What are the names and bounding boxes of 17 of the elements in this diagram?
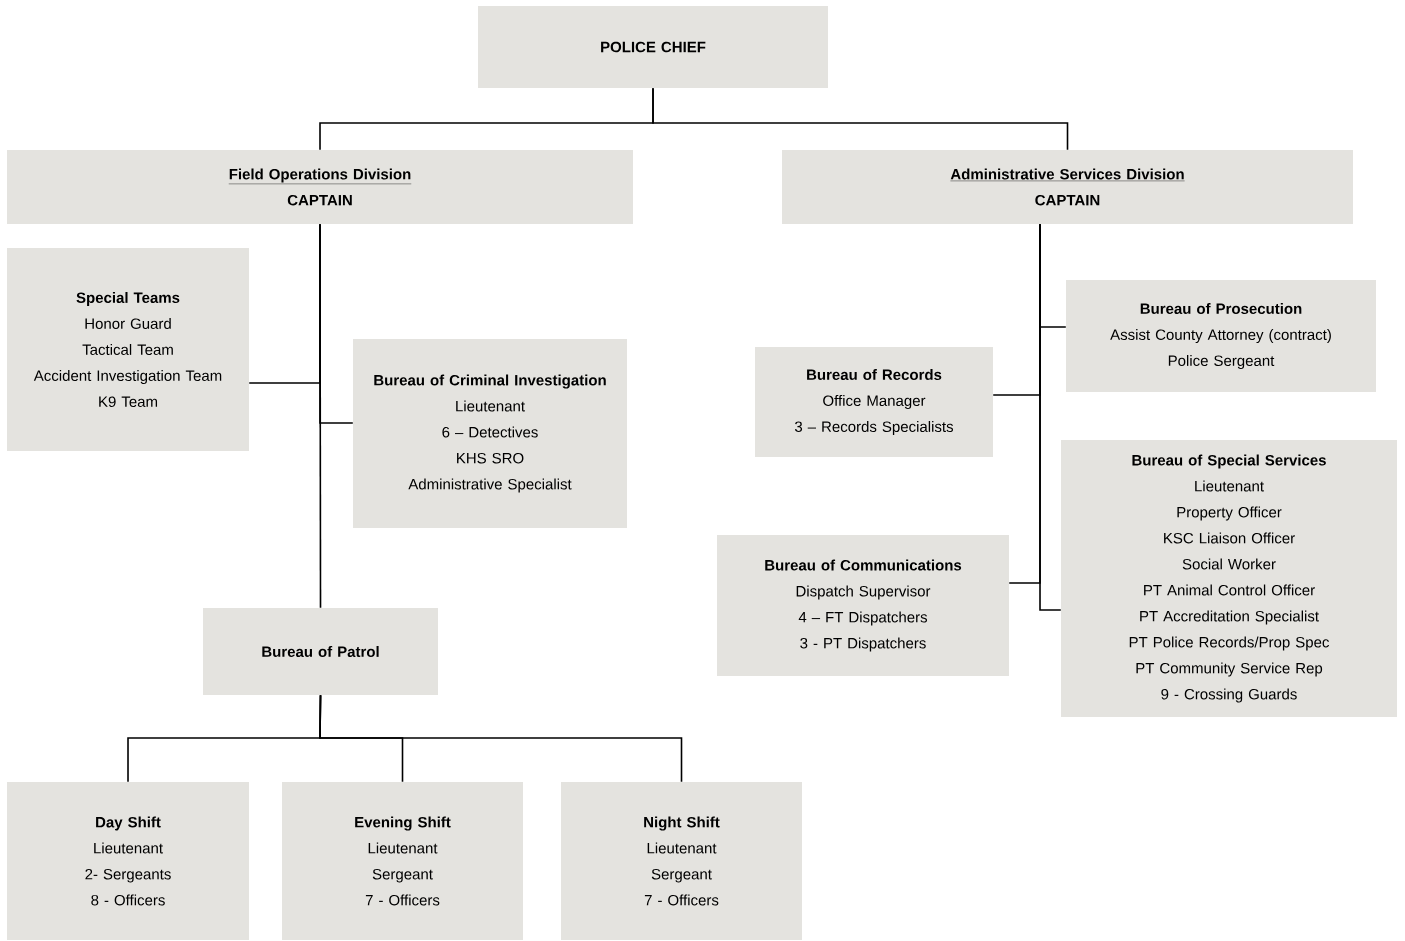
org-box: Evening Shift Lieutenant Sergeant 7 - Officers — [282, 782, 523, 940]
org-box: Field Operations Division CAPTAIN — [7, 150, 633, 224]
org-box: Special Teams Honor Guard Tactical Team Accident Investigation Team K9 Team — [7, 248, 249, 451]
connector-line — [1008, 223, 1041, 584]
org-box: Bureau of Records Office Manager 3 – Records Specialists — [755, 347, 993, 457]
org-box: Day Shift Lieutenant 2- Sergeants 8 - Officers — [7, 782, 249, 940]
org-box: Bureau of Communications Dispatch Supervisor 4 – FT Dispatchers 3 - PT Dispatchers — [717, 535, 1009, 676]
org-box: Bureau of Criminal Investigation Lieutenant 6 – Detectives KHS SRO Administrative Specialist — [353, 339, 627, 528]
connector-line — [319, 223, 322, 609]
org-box: POLICE CHIEF — [478, 6, 828, 88]
org-box: Administrative Services Division CAPTAIN — [782, 150, 1353, 224]
connector-line — [652, 87, 1069, 151]
org-box: Bureau of Special Services Lieutenant Property Officer KSC Liaison Officer Social Worker PT Animal Control Officer PT Accreditation Specialist PT Police Records/Prop Spec PT Community Service Rep 9 - Crossing Guards — [1061, 440, 1397, 717]
org-box: Night Shift Lieutenant Sergeant 7 - Officers — [561, 782, 802, 940]
connector-line — [319, 694, 683, 783]
org-box: Bureau of Patrol — [203, 608, 438, 695]
org-box: Bureau of Prosecution Assist County Attorney (contract) Police Sergeant — [1066, 280, 1376, 392]
